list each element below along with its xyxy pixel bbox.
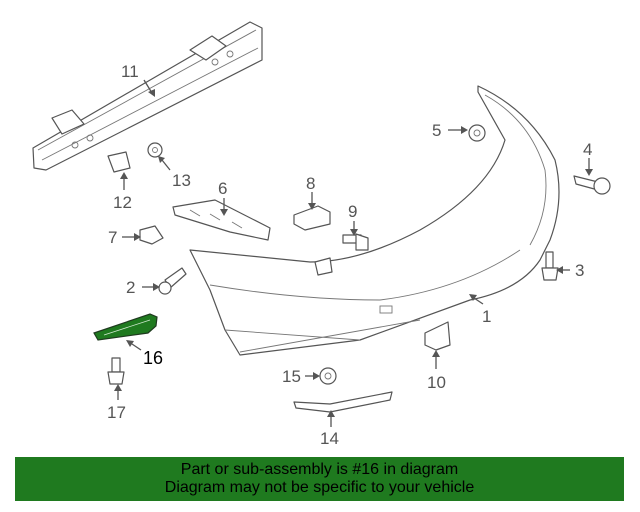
part-14-reflector-trim[interactable] xyxy=(293,391,393,413)
callout-4: 4 xyxy=(583,140,592,159)
callout-12: 12 xyxy=(113,193,132,212)
part-11-reinforcement-beam[interactable] xyxy=(32,21,263,171)
callout-3: 3 xyxy=(575,261,584,280)
banner-line-1: Part or sub-assembly is #16 in diagram xyxy=(180,461,459,478)
part-8-clip[interactable] xyxy=(293,205,331,231)
part-4-screw[interactable] xyxy=(573,175,611,195)
part-6-bracket[interactable] xyxy=(172,199,271,241)
callout-1: 1 xyxy=(482,307,491,326)
callout-10: 10 xyxy=(427,373,446,392)
callout-11: 11 xyxy=(121,62,139,81)
part-10-bracket[interactable] xyxy=(424,321,451,351)
callout-9: 9 xyxy=(348,202,357,221)
info-banner: Part or sub-assembly is #16 in diagram D… xyxy=(15,457,624,501)
callout-2: 2 xyxy=(126,278,135,297)
callout-15: 15 xyxy=(282,367,301,386)
banner-line-2: Diagram may not be specific to your vehi… xyxy=(164,479,475,496)
part-5-nut[interactable] xyxy=(468,124,486,142)
part-3-screw[interactable] xyxy=(541,251,559,281)
part-17-clip[interactable] xyxy=(107,357,125,385)
leader-lines xyxy=(114,79,593,427)
callout-5: 5 xyxy=(432,121,441,140)
part-15-nut[interactable] xyxy=(319,367,337,385)
part-16-deflector[interactable] xyxy=(93,313,158,341)
callout-8: 8 xyxy=(306,174,315,193)
callout-17: 17 xyxy=(107,403,126,422)
part-13-nut[interactable] xyxy=(147,142,163,158)
callout-16: 16 xyxy=(143,348,163,368)
part-9-bolt[interactable] xyxy=(342,233,369,251)
part-1-bumper-cover[interactable] xyxy=(189,85,560,356)
callout-6: 6 xyxy=(218,179,227,198)
callout-labels: 1 2 3 4 5 6 7 8 9 10 11 12 13 14 15 16 1… xyxy=(107,62,592,448)
part-7-push-pin[interactable] xyxy=(139,225,164,245)
callout-14: 14 xyxy=(320,429,339,448)
part-2-bolt[interactable] xyxy=(158,267,187,295)
part-12-bolt[interactable] xyxy=(107,151,131,173)
callout-7: 7 xyxy=(108,228,117,247)
callout-13: 13 xyxy=(172,171,191,190)
